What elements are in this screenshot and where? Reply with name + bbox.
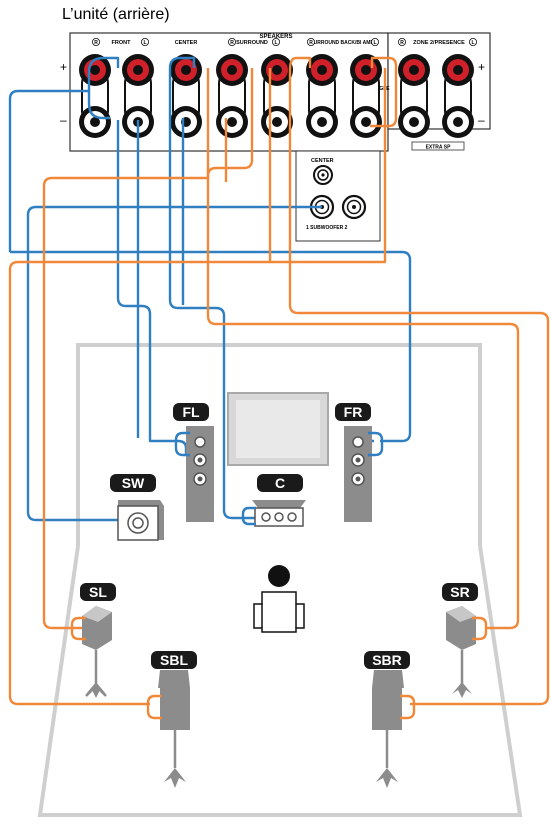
subwoofer-speaker (117, 500, 164, 541)
front-left-connector (174, 431, 190, 457)
surround-back-left-speaker (158, 670, 190, 788)
room-outline (37, 343, 523, 817)
channel-marker: R (306, 38, 315, 46)
terminal-surround-back-r (306, 54, 338, 138)
channel-marker: R (92, 38, 101, 46)
subwoofer-center-panel: CENTER 1 SUBWOOFER 2 (295, 150, 381, 242)
wire-center (168, 56, 258, 520)
surround-back-right-connector (400, 694, 416, 720)
surround-back-label: SURROUND BACK/BI AMP (310, 40, 374, 46)
speaker-label-sw: SW (110, 474, 156, 492)
svg-text:R: R (230, 40, 234, 46)
channel-marker: L (140, 38, 149, 46)
listener-icon (253, 565, 305, 633)
channel-marker: L (370, 38, 379, 46)
svg-text:SR: SR (450, 584, 469, 600)
wire-sl (42, 68, 210, 630)
speaker-label-sl: SL (80, 583, 116, 601)
svg-text:SBL: SBL (160, 652, 188, 668)
center-speaker (252, 500, 306, 527)
plus-sign-right: + (478, 60, 485, 74)
channel-marker: L (271, 38, 280, 46)
wire-subwoofer (26, 205, 322, 522)
terminal-front-r (79, 54, 111, 138)
speaker-label-fr: FR (335, 403, 371, 421)
surround-right-connector (472, 616, 488, 641)
speakers-label: SPEAKERS (259, 34, 292, 40)
svg-text:C: C (275, 475, 285, 491)
wire-sb-loop (370, 56, 398, 128)
svg-text:R: R (94, 40, 98, 46)
front-left-speaker (186, 426, 214, 522)
surround-left-connector (70, 616, 86, 641)
front-right-connector (368, 431, 384, 457)
zone2-presence-label: ZONE 2/PRESENCE (413, 40, 465, 46)
surround-back-right-speaker (372, 670, 404, 788)
channel-marker: R (227, 38, 236, 46)
wire-sbl-2 (288, 56, 550, 706)
single-label: SINGLE (371, 86, 390, 92)
center-connector (241, 506, 256, 526)
svg-text:L: L (373, 40, 376, 46)
speaker-label-sbr: SBR (364, 651, 410, 669)
surround-left-speaker (82, 606, 112, 698)
sub-panel-center-label: CENTER (311, 158, 334, 164)
speaker-label-sr: SR (442, 583, 478, 601)
surround-label: SURROUND (236, 40, 268, 46)
terminal-zone2-r (398, 54, 430, 138)
svg-text:L: L (143, 40, 146, 46)
surround-right-speaker (446, 606, 476, 698)
wire-sbl (8, 68, 272, 706)
svg-text:SL: SL (89, 584, 107, 600)
svg-text:SBR: SBR (372, 652, 402, 668)
wire-sr (206, 68, 520, 630)
front-label: FRONT (112, 40, 132, 46)
speaker-label-fl: FL (173, 403, 209, 421)
svg-text:L: L (471, 40, 474, 46)
terminal-zone2-l (442, 54, 474, 138)
terminal-front-l (122, 54, 154, 138)
svg-text:L: L (274, 40, 277, 46)
center-rca-jack (313, 165, 333, 185)
channel-marker: R (397, 38, 406, 46)
minus-sign-left: – (60, 113, 67, 127)
minus-sign-right: – (478, 113, 485, 127)
center-panel-label: CENTER (175, 40, 198, 46)
wire-fl-route (116, 120, 188, 456)
surround-back-left-connector (146, 694, 162, 720)
svg-text:FR: FR (344, 404, 363, 420)
svg-text:SW: SW (122, 475, 145, 491)
front-right-speaker (344, 426, 372, 522)
svg-text:FL: FL (182, 404, 200, 420)
channel-marker: L (468, 38, 477, 46)
extra-sp-label: EXTRA SP (426, 145, 451, 151)
terminal-surround-back-l (350, 54, 382, 138)
terminal-surround-r (216, 54, 248, 138)
terminal-surround-l (261, 54, 293, 138)
speaker-label-sbl: SBL (151, 651, 197, 669)
wire-sbr (270, 68, 387, 264)
terminal-center (170, 54, 202, 138)
svg-text:R: R (309, 40, 313, 46)
plus-sign-left: + (60, 60, 67, 74)
svg-text:R: R (400, 40, 404, 46)
subwoofer-label: 1 SUBWOOFER 2 (306, 225, 348, 231)
wire-fl-plus (8, 56, 412, 443)
diagram-title: L’unité (arrière) (62, 6, 170, 23)
speaker-label-c: C (257, 474, 303, 492)
subwoofer2-rca-jack (341, 194, 367, 220)
